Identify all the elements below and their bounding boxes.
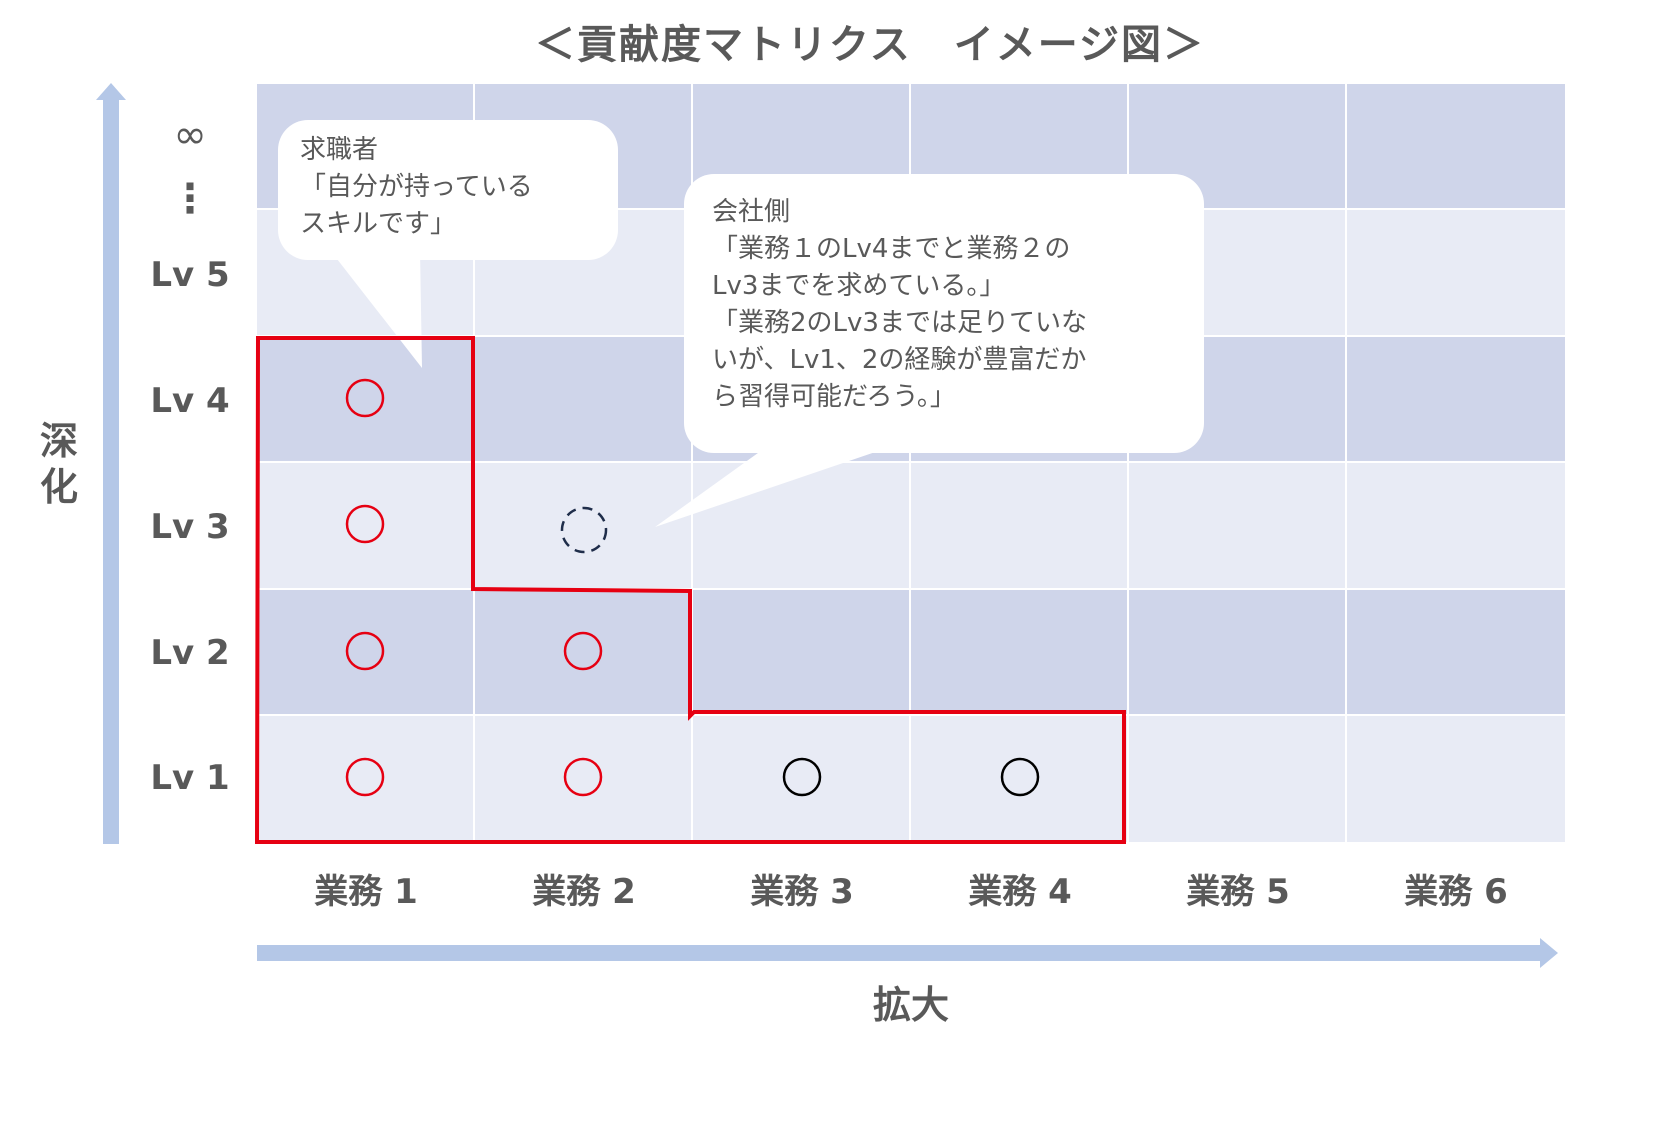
grid-cell [1347,210,1565,337]
level-label-lv1: Lv 1 [150,758,230,798]
level-label-lv5: Lv 5 [150,255,230,295]
grid-cell [1129,84,1347,210]
grid-cell [911,590,1129,716]
grid-cell [693,716,911,842]
vertical-axis-arrow-icon [96,83,126,844]
grid-cell [257,716,475,842]
grid-cell [1129,463,1347,590]
grid-cell [1347,716,1565,842]
owned-marker-icon [345,757,385,797]
grid-cell [1347,337,1565,463]
grid-cell [475,337,693,463]
owned-marker-icon [345,631,385,671]
grid-cell [475,590,693,716]
level-label-lv2: Lv 2 [150,633,230,673]
grid-cell [257,590,475,716]
diagram-title: ＜貢献度マトリクス イメージ図＞ [535,22,1205,68]
horizontal-axis-arrow-icon [257,938,1558,968]
level-label-lv4: Lv 4 [150,381,230,421]
grid-cell [257,463,475,590]
grid-cell [911,716,1129,842]
owned-marker-icon [563,631,603,671]
vertical-axis-title: 深化 [39,419,78,509]
grid-cell [1129,716,1347,842]
grid-cell [475,463,693,590]
column-label-task3: 業務 3 [750,872,854,912]
job-seeker-callout: 求職者 「自分が持っている スキルです」 [278,120,618,260]
column-label-task6: 業務 6 [1404,872,1508,912]
grid-cell [1347,84,1565,210]
level-label-lv3: Lv 3 [150,507,230,547]
column-label-task2: 業務 2 [532,872,636,912]
column-label-task1: 業務 1 [314,872,418,912]
level-label-infinity: ∞ [173,112,207,158]
grid-cell [1129,590,1347,716]
job-seeker-callout-tail [330,250,422,368]
grid-cell [475,716,693,842]
company-callout: 会社側 「業務１のLv4までと業務２の Lv3までを求めている。」 「業務2のL… [684,174,1204,453]
horizontal-axis-title: 拡大 [872,983,949,1027]
level-label-ellipsis: ⋮ [170,176,210,222]
other-marker-icon [782,757,822,797]
other-marker-icon [1000,757,1040,797]
grid-cell [693,590,911,716]
grid-cell [1347,463,1565,590]
required-skill-region-outline [254,336,1126,844]
column-label-task4: 業務 4 [968,872,1072,912]
owned-marker-icon [345,378,385,418]
company-callout-tail [655,430,940,527]
potential-marker-icon [560,506,608,554]
grid-cell [1347,590,1565,716]
owned-marker-icon [563,757,603,797]
owned-marker-icon [345,504,385,544]
grid-cell [911,463,1129,590]
column-label-task5: 業務 5 [1186,872,1290,912]
